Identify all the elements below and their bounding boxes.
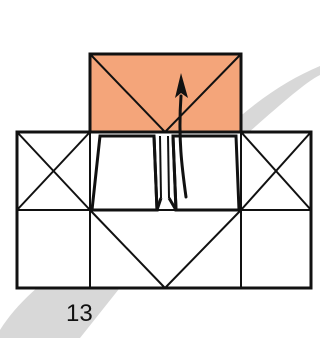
- colored-top-flap: [88, 52, 243, 134]
- fold-arrow-shaft: [178, 94, 188, 199]
- folded-paper-base: [15, 130, 313, 290]
- step-number: 13: [66, 300, 93, 327]
- bottom-right-diagonal: [164, 209, 242, 289]
- pleat-edge-right: [171, 135, 178, 211]
- curved-up-arrow: [175, 73, 188, 199]
- fold-arrow-head: [175, 73, 188, 98]
- pleat-edge-left: [152, 135, 159, 211]
- pleat-bottom-left: [92, 197, 163, 212]
- top-flap-diagonal-left: [89, 53, 166, 133]
- pleat-bottom-right: [167, 197, 239, 212]
- top-flap-diagonal-right: [164, 53, 242, 133]
- pleat-inner-right: [167, 135, 170, 199]
- center-pleat: [90, 134, 241, 212]
- left-diagonal-2: [16, 131, 91, 211]
- right-diagonal-2: [240, 131, 312, 211]
- center-left-pleat: [90, 134, 159, 212]
- top-flap: [88, 52, 243, 134]
- bottom-left-diagonal: [89, 209, 166, 289]
- pleat-inner-left: [159, 135, 162, 199]
